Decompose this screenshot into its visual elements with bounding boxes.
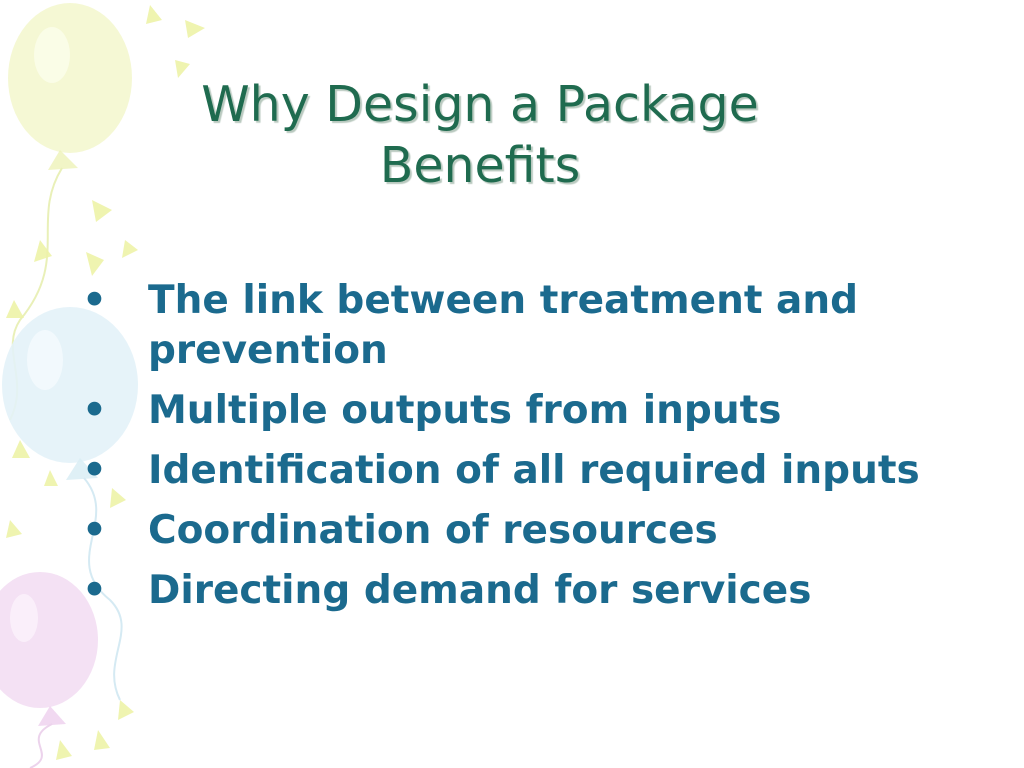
list-item: • The link between treatment and prevent… xyxy=(82,276,982,376)
balloon-blue-icon xyxy=(2,307,138,701)
list-item: • Directing demand for services xyxy=(82,566,982,616)
bullet-marker: • xyxy=(82,568,107,613)
bullet-text: Directing demand for services xyxy=(148,568,812,613)
bullet-text: Coordination of resources xyxy=(148,508,718,553)
title-line-1: Why Design a Package xyxy=(201,76,759,133)
list-item: • Coordination of resources xyxy=(82,506,982,556)
bullet-marker: • xyxy=(82,508,107,553)
title-line-2: Benefits xyxy=(379,137,581,194)
bullet-marker: • xyxy=(82,448,107,493)
confetti-icon xyxy=(6,5,205,760)
bullet-text: Multiple outputs from inputs xyxy=(148,388,782,433)
balloon-purple-icon xyxy=(0,572,98,768)
bullet-text: Identification of all required inputs xyxy=(148,448,920,493)
list-item: • Multiple outputs from inputs xyxy=(82,386,982,436)
page-title: Why Design a Package Benefits xyxy=(60,74,900,196)
bullet-marker: • xyxy=(82,388,107,433)
bullet-text: The link between treatment and preventio… xyxy=(148,278,859,373)
bullet-marker: • xyxy=(82,278,107,323)
list-item: • Identification of all required inputs xyxy=(82,446,982,496)
bullet-list: • The link between treatment and prevent… xyxy=(82,276,982,626)
